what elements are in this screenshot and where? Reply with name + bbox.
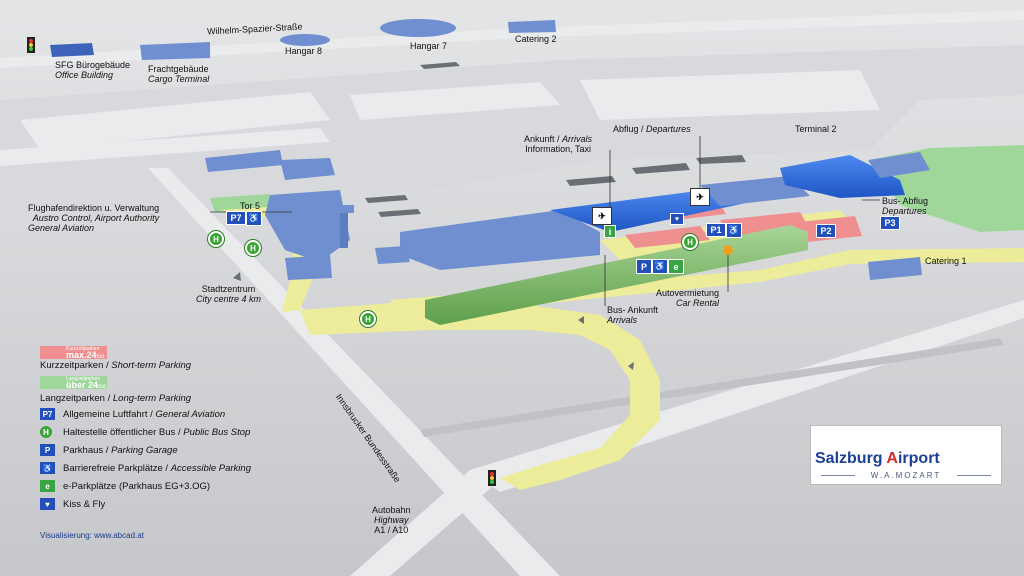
car-rental-marker (723, 245, 733, 255)
tor5-label: Tor 5 (240, 201, 261, 211)
hangar8-label: Hangar 8 (285, 46, 323, 56)
terminal2-building (780, 155, 905, 198)
arrivals-plane-icon: ✈ (592, 207, 612, 225)
access-loop (300, 300, 660, 490)
kiss-fly-icon: ♥ (670, 213, 684, 225)
west-building-2 (280, 158, 335, 180)
departures-plane-icon: ✈ (690, 188, 710, 206)
long-term-label: Langzeitparken / Long-term Parking (40, 393, 192, 404)
garage-accessible-icon: ♿ (652, 259, 668, 274)
garage-icon: P (636, 259, 652, 274)
taxiway-1 (20, 92, 330, 150)
road-arrows (233, 272, 634, 370)
garage-eparking-icon: e (668, 259, 684, 274)
side-road-line (420, 338, 1004, 437)
logo-rule-right (957, 475, 991, 476)
legend-eparking: e e-Parkplätze (Parkhaus EG+3.OG) (40, 480, 210, 492)
taxiway-4 (0, 128, 330, 166)
bus-stop-icon-4: H (682, 234, 698, 250)
short-term-label: Kurzzeitparken / Short-term Parking (40, 360, 192, 371)
traffic-light-red (29, 39, 33, 43)
terminal-west (400, 210, 600, 270)
sfg-building (50, 43, 94, 57)
legend-bus: H Haltestelle öffentlicher Bus / Public … (40, 426, 250, 438)
p1-badge: P1 (706, 223, 726, 237)
parking-garage-icon: P (40, 444, 55, 456)
p1-accessible-icon: ♿ (726, 223, 742, 238)
tower-top (334, 205, 354, 213)
west-building-1 (205, 150, 283, 172)
logo-rule-left (821, 475, 855, 476)
p7-badge: P7 (226, 211, 246, 225)
catering1-label: Catering 1 (925, 256, 967, 266)
catering2-building (508, 20, 556, 33)
departures-label: Abflug / Departures (613, 124, 691, 134)
terminal2-annex (868, 152, 930, 178)
bus-stop-icon-2: H (245, 240, 261, 256)
kiss-fly-legend-icon: ♥ (40, 498, 55, 510)
catering2-label: Catering 2 (515, 34, 557, 44)
info-icon: i (604, 225, 616, 238)
long-term-swatch: Langzeitparken über 24Std. (40, 376, 107, 390)
catering1-building (868, 257, 922, 280)
terminal2-label: Terminal 2 (795, 124, 837, 134)
airplanes (365, 62, 746, 217)
taxiway-2 (350, 82, 560, 120)
bus-stop-icon-1: H (208, 231, 224, 247)
p7-icon: P7 (40, 408, 55, 420)
logo-name: Salzburg Airport (815, 450, 940, 467)
authority-building (265, 190, 350, 262)
legend-accessible: ♿ Barrierefreie Parkplätze / Accessible … (40, 462, 251, 474)
hangar7-roof (380, 19, 456, 37)
eparking-icon: e (40, 480, 55, 492)
credit-link[interactable]: Visualisierung: www.abcad.at (40, 531, 144, 540)
bus-stop-icon: H (40, 426, 52, 438)
legend-garage: P Parkhaus / Parking Garage (40, 444, 178, 456)
p3-badge: P3 (880, 216, 900, 230)
traffic-light-amber (29, 43, 33, 47)
parking-garage (425, 225, 808, 325)
long-term-area-2 (210, 194, 275, 212)
innsbrucker-road (148, 168, 560, 576)
arrivals-label: Ankunft / Arrivals Information, Taxi (524, 134, 593, 154)
cargo-building (140, 42, 210, 60)
west-building-3 (285, 255, 332, 280)
wilhelm-road (0, 10, 1024, 68)
salzburg-airport-logo: Salzburg Airport W.A.MOZART (810, 425, 1002, 485)
p7-accessible-icon: ♿ (246, 211, 262, 226)
hangar7-label: Hangar 7 (410, 41, 448, 51)
hangar8-roof (280, 34, 330, 46)
highway-ramp (350, 470, 500, 576)
accessible-icon: ♿ (40, 462, 55, 474)
short-term-lot-a (625, 226, 710, 248)
taxiway-3 (580, 70, 880, 120)
legend-kissfly: ♥ Kiss & Fly (40, 498, 105, 510)
direction-label: Flughafendirektion u. Verwaltung Austro … (28, 203, 160, 233)
tower-shaft (340, 213, 348, 248)
logo-subtitle: W.A.MOZART (870, 471, 942, 480)
traffic-light-green (29, 47, 33, 51)
legend-p7: P7 Allgemeine Luftfahrt / General Aviati… (40, 408, 225, 420)
west-building-4 (375, 246, 410, 264)
bus-stop-icon-3: H (360, 311, 376, 327)
short-term-swatch: Kurzzeitparken max.24Std. (40, 346, 107, 360)
terminal-middle (700, 176, 810, 206)
p2-badge: P2 (816, 224, 836, 238)
